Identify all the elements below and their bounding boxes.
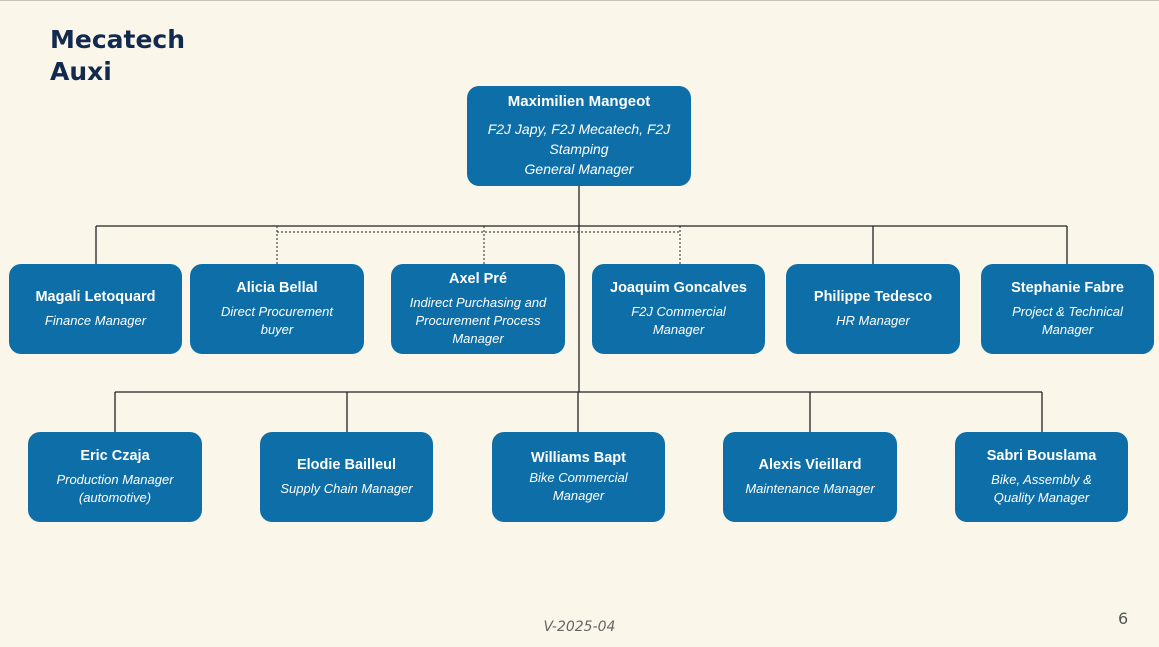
org-box-williams-bapt: Williams Bapt Bike Commercial Manager bbox=[492, 432, 665, 522]
general-manager-box: Maximilien Mangeot F2J Japy, F2J Mecatec… bbox=[467, 86, 691, 186]
person-name: Stephanie Fabre bbox=[1011, 280, 1124, 296]
top-border bbox=[0, 0, 1159, 1]
org-box-philippe-tedesco: Philippe Tedesco HR Manager bbox=[786, 264, 960, 354]
title-line-2: Auxi bbox=[50, 57, 112, 86]
org-box-elodie-bailleul: Elodie Bailleul Supply Chain Manager bbox=[260, 432, 433, 522]
person-role: Supply Chain Manager bbox=[280, 481, 413, 496]
version-label: V-2025-04 bbox=[543, 619, 616, 635]
general-manager-role: F2J Japy, F2J Mecatech, F2J Stamping Gen… bbox=[487, 121, 671, 177]
org-box-joaquim-goncalves: Joaquim Goncalves F2J Commercial Manager bbox=[592, 264, 765, 354]
person-name: Alexis Vieillard bbox=[758, 457, 862, 473]
org-box-sabri-bouslama: Sabri Bouslama Bike, Assembly & Quality … bbox=[955, 432, 1128, 522]
org-box-eric-czaja: Eric Czaja Production Manager (automotiv… bbox=[28, 432, 202, 522]
person-name: Philippe Tedesco bbox=[813, 289, 933, 305]
title-line-1: Mecatech bbox=[50, 25, 186, 54]
person-role: Direct Procurement buyer bbox=[221, 304, 333, 337]
person-name: Elodie Bailleul bbox=[296, 457, 397, 473]
person-name: Eric Czaja bbox=[80, 448, 150, 464]
person-name: Sabri Bouslama bbox=[986, 448, 1097, 464]
person-role: Production Manager (automotive) bbox=[56, 472, 174, 505]
person-role: Indirect Purchasing and Procurement Proc… bbox=[409, 295, 547, 346]
person-role: Project & Technical Manager bbox=[1012, 304, 1123, 337]
person-name: Alicia Bellal bbox=[236, 280, 318, 296]
org-box-alexis-vieillard: Alexis Vieillard Maintenance Manager bbox=[723, 432, 897, 522]
person-name: Joaquim Goncalves bbox=[610, 280, 747, 296]
person-name: Magali Letoquard bbox=[35, 289, 156, 305]
person-role: F2J Commercial Manager bbox=[631, 304, 726, 337]
person-role: Finance Manager bbox=[44, 313, 147, 328]
org-box-magali-letoquard: Magali Letoquard Finance Manager bbox=[9, 264, 182, 354]
page-title: Mecatech Auxi bbox=[50, 24, 185, 88]
org-box-stephanie-fabre: Stephanie Fabre Project & Technical Mana… bbox=[981, 264, 1154, 354]
person-role: Bike, Assembly & Quality Manager bbox=[991, 472, 1092, 505]
org-box-axel-pre: Axel Pré Indirect Purchasing and Procure… bbox=[391, 264, 565, 354]
page-number: 6 bbox=[1118, 609, 1129, 628]
person-role: Bike Commercial Manager bbox=[529, 470, 628, 503]
general-manager-name: Maximilien Mangeot bbox=[507, 93, 651, 110]
person-name: Williams Bapt bbox=[531, 450, 626, 466]
person-name: Axel Pré bbox=[448, 271, 508, 287]
person-role: HR Manager bbox=[836, 313, 910, 328]
person-role: Maintenance Manager bbox=[745, 481, 875, 496]
org-box-alicia-bellal: Alicia Bellal Direct Procurement buyer bbox=[190, 264, 364, 354]
